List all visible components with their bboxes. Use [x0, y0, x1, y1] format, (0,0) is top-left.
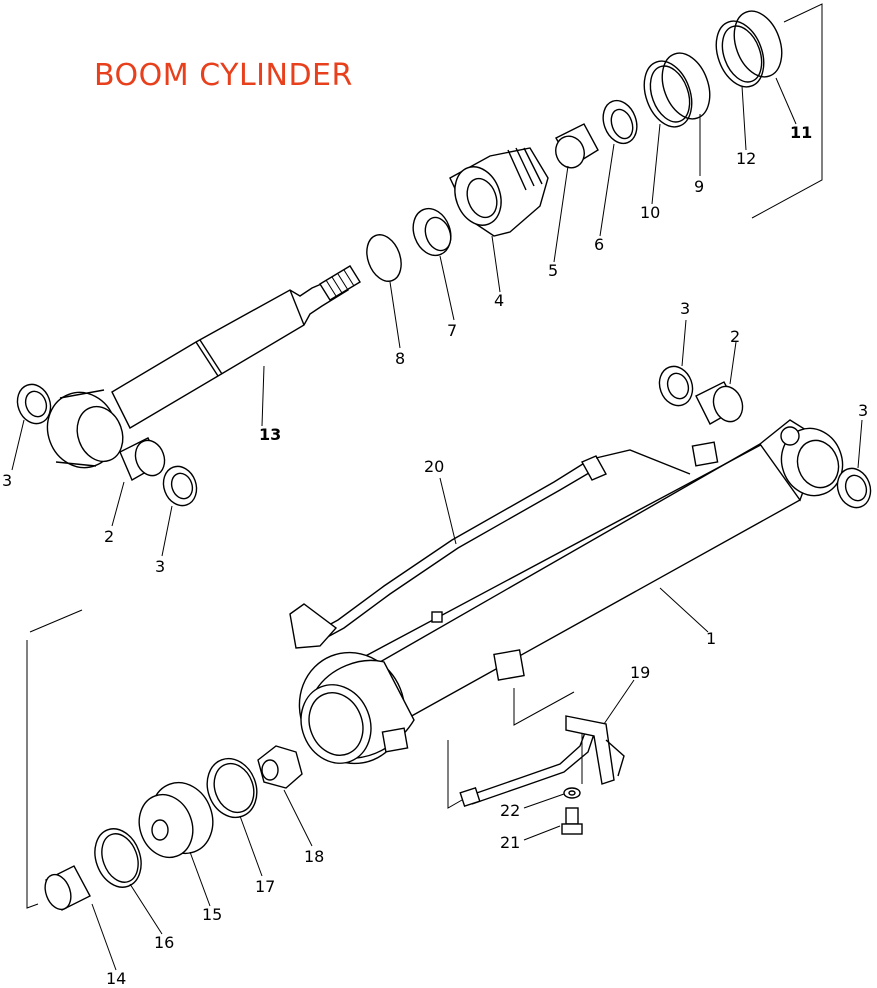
- piston-parts: [44, 745, 303, 911]
- label-3: 3: [155, 557, 165, 576]
- label-21: 21: [500, 833, 520, 852]
- label-2: 2: [104, 527, 114, 546]
- label-22: 22: [500, 801, 520, 820]
- assembly-brackets: [26, 3, 823, 909]
- label-20: 20: [424, 457, 444, 476]
- pin-bushings: [16, 365, 872, 509]
- pipe-19: [459, 715, 625, 808]
- rod-thread: [319, 265, 361, 301]
- label-4: 4: [494, 291, 504, 310]
- label-3: 3: [680, 299, 690, 318]
- leader-lines: [11, 77, 863, 971]
- cylinder-tube: [298, 419, 844, 765]
- label-14: 14: [106, 969, 126, 988]
- label-17: 17: [255, 877, 275, 896]
- label-19: 19: [630, 663, 650, 682]
- label-1: 1: [706, 629, 716, 648]
- label-16: 16: [154, 933, 174, 952]
- label-18: 18: [304, 847, 324, 866]
- label-11: 11: [790, 123, 812, 142]
- label-6: 6: [594, 235, 604, 254]
- label-9: 9: [694, 177, 704, 196]
- label-10: 10: [640, 203, 660, 222]
- label-13: 13: [259, 425, 281, 444]
- label-3: 3: [858, 401, 868, 420]
- bolt-and-washer: [561, 787, 583, 835]
- label-7: 7: [447, 321, 457, 340]
- label-12: 12: [736, 149, 756, 168]
- diagram-title: BOOM CYLINDER: [94, 58, 353, 93]
- pipe-assembly: [289, 449, 691, 649]
- head-parts: [366, 10, 783, 282]
- label-2: 2: [730, 327, 740, 346]
- label-15: 15: [202, 905, 222, 924]
- part-labels: 1 2 2 3 3 3 3 4 5 6 7 8 9 10 11 12 13 14…: [2, 123, 868, 988]
- label-3: 3: [2, 471, 12, 490]
- label-5: 5: [548, 261, 558, 280]
- piston-rod: [46, 265, 361, 469]
- label-8: 8: [395, 349, 405, 368]
